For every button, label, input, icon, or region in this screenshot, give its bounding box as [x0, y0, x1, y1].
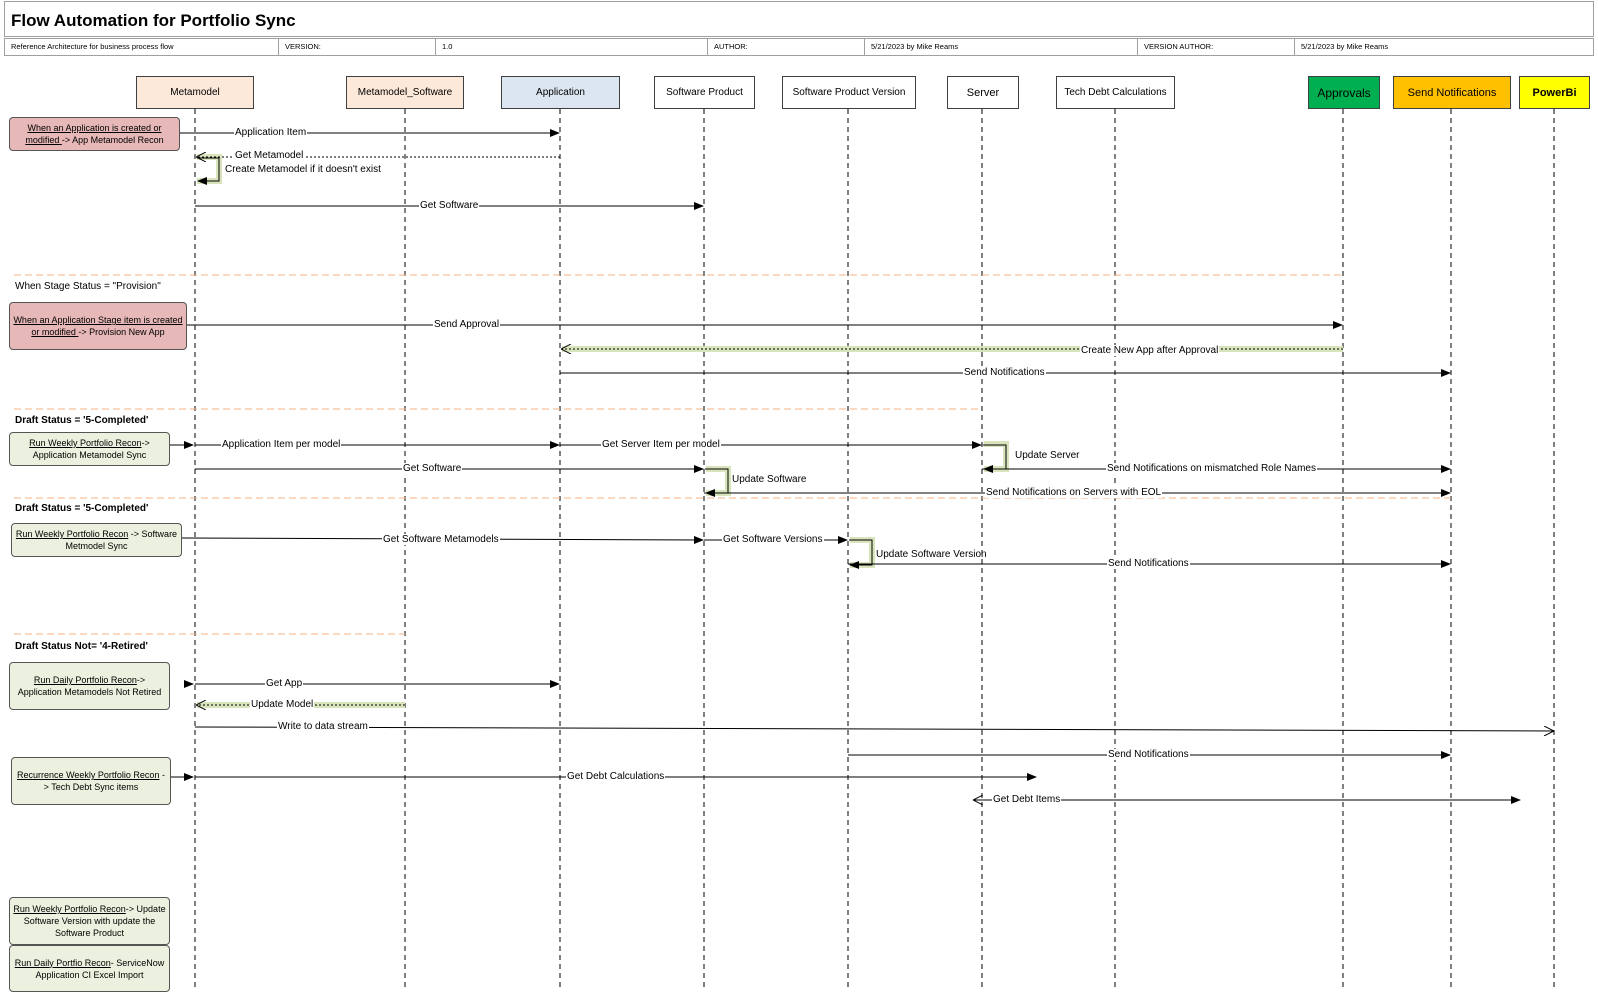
- messages: [170, 129, 1553, 800]
- label-notify-role-names: Send Notifications on mismatched Role Na…: [1106, 463, 1317, 474]
- label-update-software: Update Software: [732, 474, 807, 485]
- trigger-text: -> Application Metamodel Sync: [32, 438, 150, 460]
- trigger-text: -> Tech Debt Sync items: [43, 770, 165, 792]
- label-get-metamodel: Get Metamodel: [234, 150, 305, 161]
- trigger-text: -> Software Metmodel Sync: [65, 529, 178, 551]
- lane-metamodel: Metamodel: [136, 76, 254, 109]
- lane-approvals: Approvals: [1308, 76, 1380, 109]
- section-label-provision: When Stage Status = "Provision": [15, 281, 161, 292]
- label-get-software-versions: Get Software Versions: [722, 534, 824, 545]
- trigger-servicenow-import[interactable]: Run Daily Portfio Recon- ServiceNow Appl…: [9, 945, 170, 992]
- label-create-metamodel: Create Metamodel if it doesn't exist: [225, 164, 381, 175]
- trigger-link[interactable]: Recurrence Weekly Portfolio Recon: [17, 770, 160, 780]
- section-separators: [14, 274, 1451, 635]
- label-notify-servers-eol: Send Notifications on Servers with EOL: [985, 487, 1163, 498]
- label-create-new-app: Create New App after Approval: [1080, 345, 1220, 356]
- msg-create-metamodel: [197, 157, 220, 185]
- msg-update-software: [705, 468, 729, 497]
- meta-version-label: VERSION:: [279, 39, 436, 55]
- label-get-software-1: Get Software: [419, 200, 480, 211]
- label-get-server-item: Get Server Item per model: [601, 439, 721, 450]
- label-write-data-stream: Write to data stream: [277, 721, 369, 732]
- trigger-software-metamodel-sync[interactable]: Run Weekly Portfolio Recon -> Software M…: [11, 523, 182, 557]
- trigger-link[interactable]: Run Weekly Portfolio Recon: [15, 529, 129, 539]
- section-label-completed-2: Draft Status = '5-Completed': [15, 503, 149, 514]
- meta-description: Reference Architecture for business proc…: [5, 39, 279, 55]
- lane-tech-debt-calculations: Tech Debt Calculations: [1056, 76, 1175, 109]
- label-get-software-2: Get Software: [402, 463, 463, 474]
- lane-powerbi: PowerBi: [1519, 76, 1590, 109]
- label-send-notifications-3: Send Notifications: [1107, 749, 1190, 760]
- label-send-notifications-2: Send Notifications: [1107, 558, 1190, 569]
- lane-software-product: Software Product: [654, 76, 755, 109]
- label-update-server: Update Server: [1015, 450, 1080, 461]
- trigger-app-metamodel-recon[interactable]: When an Application is created or modifi…: [9, 117, 180, 151]
- trigger-link[interactable]: Run Daily Portfio Recon: [14, 957, 111, 968]
- trigger-text: -> Update Software Version with update t…: [23, 904, 166, 938]
- label-application-item: Application Item: [234, 127, 308, 138]
- meta-author-label: AUTHOR:: [708, 39, 865, 55]
- label-update-software-version: Update Software Version: [876, 549, 987, 560]
- label-get-debt-items: Get Debt Items: [992, 794, 1062, 805]
- trigger-application-metamodels-not-retired[interactable]: Run Daily Portfolio Recon-> Application …: [9, 662, 170, 710]
- meta-version-author-label: VERSION AUTHOR:: [1138, 39, 1295, 55]
- msg-write-data-stream: [194, 727, 1553, 731]
- trigger-link[interactable]: When an Application Stage item is create…: [13, 315, 183, 337]
- trigger-text: -> App Metamodel Recon: [61, 135, 164, 145]
- msg-update-server: [983, 444, 1007, 473]
- section-label-not-retired: Draft Status Not= '4-Retired': [15, 641, 148, 652]
- msg-update-software-version: [849, 539, 873, 569]
- trigger-provision-new-app[interactable]: When an Application Stage item is create…: [9, 302, 187, 350]
- lane-software-product-version: Software Product Version: [782, 76, 916, 109]
- label-get-app: Get App: [265, 678, 304, 689]
- label-application-item-per-model: Application Item per model: [221, 439, 342, 450]
- highlight-glows: [197, 154, 1343, 708]
- label-send-approval: Send Approval: [433, 319, 501, 330]
- trigger-text: - ServiceNow Application CI Excel Import: [35, 957, 165, 980]
- trigger-text: -> Application Metamodels Not Retired: [17, 675, 162, 697]
- label-get-debt-calculations: Get Debt Calculations: [566, 771, 666, 782]
- lane-send-notifications: Send Notifications: [1393, 76, 1511, 109]
- label-update-model: Update Model: [250, 699, 315, 710]
- lane-application: Application: [501, 76, 620, 109]
- page-title: Flow Automation for Portfolio Sync: [11, 11, 296, 30]
- metadata-row: Reference Architecture for business proc…: [4, 38, 1594, 56]
- trigger-link[interactable]: When an Application is created or modifi…: [25, 123, 162, 145]
- title-bar: Flow Automation for Portfolio Sync: [4, 1, 1594, 37]
- meta-version-value: 1.0: [436, 39, 708, 55]
- label-get-software-metamodels: Get Software Metamodels: [382, 534, 500, 545]
- label-send-notifications-1: Send Notifications: [963, 367, 1046, 378]
- trigger-link[interactable]: Run Weekly Portfolio Recon: [29, 438, 142, 448]
- trigger-tech-debt-sync[interactable]: Recurrence Weekly Portfolio Recon -> Tec…: [11, 757, 171, 805]
- trigger-link[interactable]: Run Daily Portfolio Recon: [33, 675, 137, 685]
- trigger-application-metamodel-sync[interactable]: Run Weekly Portfolio Recon-> Application…: [9, 432, 170, 466]
- lane-metamodel-software: Metamodel_Software: [346, 76, 464, 109]
- meta-author-value: 5/21/2023 by Mike Reams: [865, 39, 1138, 55]
- lane-server: Server: [947, 76, 1019, 109]
- meta-version-author-value: 5/21/2023 by Mike Reams: [1301, 42, 1389, 51]
- section-label-completed-1: Draft Status = '5-Completed': [15, 415, 149, 426]
- trigger-text: -> Provision New App: [78, 327, 165, 337]
- trigger-update-software-version[interactable]: Run Weekly Portfolio Recon-> Update Soft…: [9, 897, 170, 945]
- lifelines: [194, 109, 1555, 990]
- trigger-link[interactable]: Run Weekly Portfolio Recon: [13, 904, 126, 914]
